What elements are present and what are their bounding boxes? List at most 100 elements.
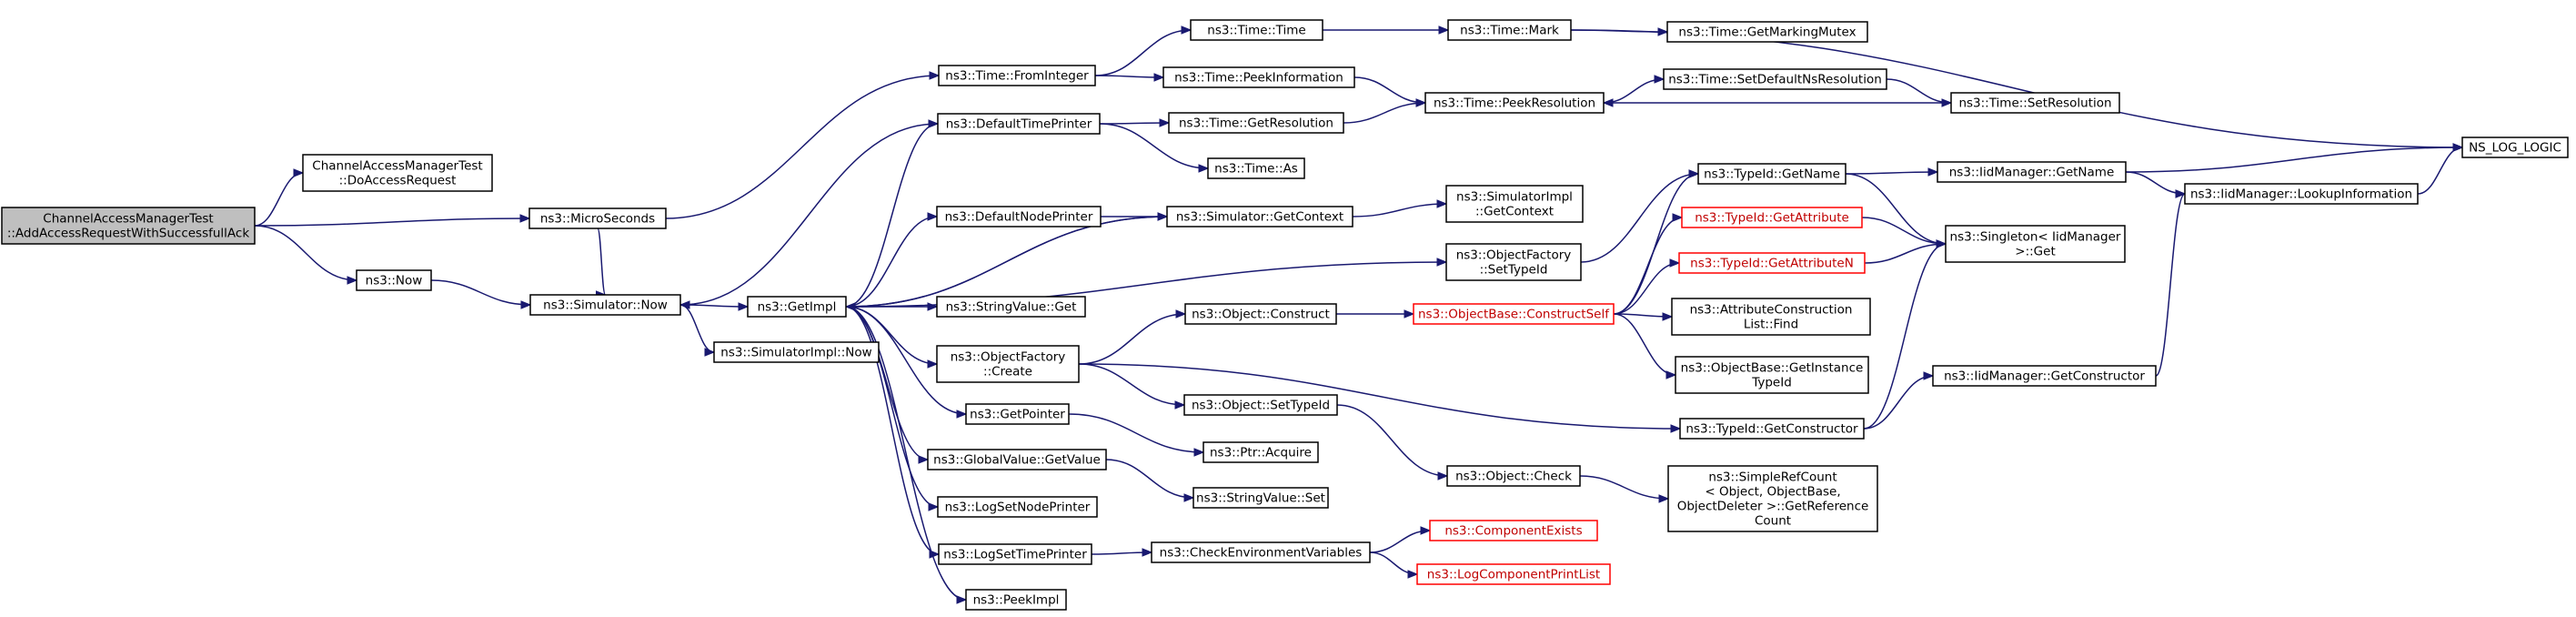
node-n7[interactable]: ns3::Time::PeekInformation (1162, 66, 1355, 88)
node-n35[interactable]: ns3::ObjectBase::ConstructSelf (1413, 303, 1615, 325)
node-n37[interactable]: ns3::ComponentExists (1429, 520, 1598, 541)
arrowhead (1936, 239, 1947, 248)
arrowhead (1665, 370, 1677, 379)
arrowhead (1654, 75, 1665, 84)
node-n1[interactable]: ChannelAccessManagerTest::DoAccessReques… (302, 154, 493, 192)
node-n32[interactable]: ns3::CheckEnvironmentVariables (1151, 541, 1371, 563)
arrowhead (927, 302, 939, 311)
node-n49[interactable]: ns3::IidManager::LookupInformation (2184, 183, 2419, 205)
node-n45[interactable]: ns3::SimpleRefCount< Object, ObjectBase,… (1667, 465, 1878, 532)
edge-line (2155, 193, 2186, 377)
node-label: ::SetTypeId (1480, 263, 1548, 278)
node-n22[interactable]: ns3::GlobalValue::GetValue (927, 449, 1107, 470)
node-label: ns3::Time::SetResolution (1958, 96, 2111, 111)
node-label: ::AddAccessRequestWithSuccessfullAck (7, 227, 250, 241)
node-n13[interactable]: ns3::Time::SetResolution (1950, 92, 2120, 114)
node-label: ns3::GlobalValue::GetValue (933, 453, 1101, 468)
node-box (529, 294, 681, 316)
arrowhead (1662, 312, 1674, 321)
node-box (1184, 303, 1337, 325)
node-n18[interactable]: ns3::Simulator::GetContext (1166, 206, 1353, 228)
edge-n4-n7 (1094, 73, 1165, 82)
node-box (713, 341, 880, 363)
node-n36[interactable]: ns3::Object::Check (1446, 465, 1581, 487)
node-n0[interactable]: ChannelAccessManagerTest::AddAccessReque… (1, 207, 256, 245)
node-box (1697, 163, 1846, 185)
node-n21[interactable]: ns3::GetPointer (965, 403, 1070, 425)
node-n16[interactable]: ns3::DefaultTimePrinter (937, 113, 1101, 135)
node-n9[interactable]: ns3::Time::PeekResolution (1424, 92, 1605, 114)
edge-line (1068, 413, 1204, 453)
edge-n35-n43 (1613, 313, 1677, 379)
node-n23[interactable]: ns3::LogSetNodePrinter (937, 496, 1098, 518)
node-box (1, 207, 256, 245)
node-n39[interactable]: ns3::TypeId::GetName (1697, 163, 1846, 185)
node-n34[interactable]: ns3::ObjectFactory::SetTypeId (1445, 243, 1582, 281)
node-box (1202, 441, 1319, 463)
edge-n35-n39 (1613, 169, 1700, 315)
node-box (1679, 418, 1865, 440)
node-n6[interactable]: ns3::Time::Time (1190, 19, 1323, 41)
edge-n39-n46 (1845, 167, 1939, 177)
arrowhead (956, 595, 968, 604)
node-box (1663, 68, 1887, 90)
node-label: >::Get (2015, 245, 2055, 259)
node-n10[interactable]: ns3::Time::GetMarkingMutex (1666, 21, 1868, 43)
node-n20[interactable]: ns3::ObjectFactory::Create (936, 345, 1080, 383)
edge-line (2125, 147, 2463, 173)
node-n33[interactable]: ns3::SimulatorImpl::GetContext (1445, 185, 1584, 223)
node-n5[interactable]: ns3::Simulator::Now (529, 294, 681, 316)
node-n27[interactable]: ns3::Time::As (1207, 157, 1305, 179)
node-n12[interactable]: ns3::Time::SetDefaultNsResolution (1663, 68, 1887, 90)
edge-n29-n36 (1336, 404, 1449, 480)
node-n26[interactable]: ns3::Time::GetResolution (1168, 112, 1344, 134)
arrowhead (1198, 164, 1210, 173)
arrowhead (1658, 494, 1670, 503)
arrowhead (738, 302, 750, 311)
node-n24[interactable]: ns3::LogSetTimePrinter (938, 543, 1092, 565)
edge-line (679, 304, 749, 308)
arrowhead (929, 71, 941, 80)
edge-line (845, 306, 967, 415)
node-label: Count (1755, 514, 1791, 529)
node-box (2461, 137, 2569, 158)
node-label: ChannelAccessManagerTest (312, 159, 482, 174)
node-n4[interactable]: ns3::Time::FromInteger (938, 65, 1096, 86)
node-n40[interactable]: ns3::TypeId::GetAttribute (1681, 207, 1863, 228)
node-n3[interactable]: ns3::Now (356, 269, 432, 291)
arrowhead (1436, 199, 1448, 208)
node-n17[interactable]: ns3::DefaultNodePrinter (936, 206, 1102, 228)
edge-line (845, 216, 938, 308)
node-label: ns3::Object::SetTypeId (1192, 399, 1330, 413)
node-n46[interactable]: ns3::IidManager::GetName (1937, 161, 2127, 183)
node-n11[interactable]: NS_LOG_LOGIC (2461, 137, 2569, 158)
node-n25[interactable]: ns3::PeekImpl (965, 589, 1067, 611)
node-n41[interactable]: ns3::TypeId::GetAttributeN (1678, 252, 1866, 274)
edge-line (2417, 147, 2463, 195)
node-n2[interactable]: ns3::MicroSeconds (528, 207, 667, 229)
node-label: ns3::Time::PeekResolution (1434, 96, 1595, 111)
node-n44[interactable]: ns3::TypeId::GetConstructor (1679, 418, 1865, 440)
node-label: ns3::Now (366, 274, 423, 288)
node-n48[interactable]: ns3::IidManager::GetConstructor (1932, 365, 2157, 387)
nodes-layer: ChannelAccessManagerTest::AddAccessReque… (1, 19, 2569, 611)
arrowhead (1438, 25, 1450, 35)
node-label: ns3::SimulatorImpl (1456, 190, 1573, 205)
node-n19[interactable]: ns3::StringValue::Get (936, 296, 1086, 318)
node-label: ns3::DefaultTimePrinter (946, 117, 1092, 132)
node-n30[interactable]: ns3::Ptr::Acquire (1202, 441, 1319, 463)
node-n15[interactable]: ns3::SimulatorImpl::Now (713, 341, 880, 363)
node-n14[interactable]: ns3::GetImpl (747, 296, 847, 318)
node-n28[interactable]: ns3::Object::Construct (1184, 303, 1337, 325)
node-n38[interactable]: ns3::LogComponentPrintList (1416, 563, 1611, 585)
node-label: ns3::IidManager::GetConstructor (1944, 369, 2145, 384)
node-label: ns3::Object::Construct (1192, 308, 1330, 322)
node-n8[interactable]: ns3::Time::Mark (1447, 19, 1572, 41)
node-n29[interactable]: ns3::Object::SetTypeId (1183, 394, 1338, 416)
node-box (356, 269, 432, 291)
node-box (1932, 365, 2157, 387)
node-n47[interactable]: ns3::Singleton< IidManager>::Get (1945, 225, 2126, 263)
node-n31[interactable]: ns3::StringValue::Set (1192, 487, 1329, 509)
